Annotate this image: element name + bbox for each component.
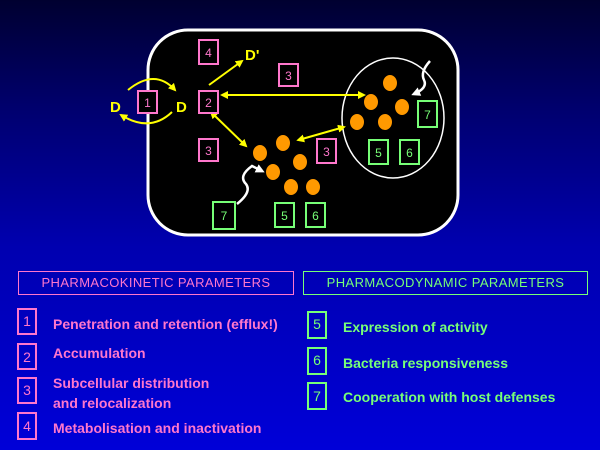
box-7-vacuole: 7: [417, 100, 438, 128]
pk-item-text: Penetration and retention (efflux!): [53, 316, 278, 332]
drug-outside-label: D: [110, 99, 121, 116]
host-defense-arrow-vacuole: [411, 60, 431, 96]
bacterium: [276, 135, 290, 151]
host-defense-arrow-cytosol: [236, 164, 265, 205]
svg-text:7: 7: [424, 108, 431, 122]
svg-text:3: 3: [285, 69, 292, 83]
box-5-cytosol: 5: [274, 202, 295, 228]
pk-number-box: 2: [17, 343, 37, 370]
pk-item-text: and relocalization: [53, 395, 172, 411]
transport-arrows: [119, 59, 366, 148]
pk-number-box: 3: [17, 377, 37, 404]
host-cell: [146, 28, 460, 237]
box-3-top: 3: [278, 63, 299, 87]
bacterium: [253, 145, 267, 161]
box-3-left: 3: [198, 138, 219, 162]
pd-number-box: 6: [307, 347, 327, 375]
influx-arrow: [127, 78, 177, 92]
box-2-accumulation: 2: [198, 90, 219, 114]
pharmacokinetic-title: PHARMACOKINETIC PARAMETERS: [18, 271, 294, 295]
bacterium: [383, 75, 397, 91]
cytosolic-bacteria: [253, 135, 320, 195]
pk-item-text: Accumulation: [53, 345, 146, 361]
metabolite-label: D': [245, 47, 259, 64]
pd-number-box: 5: [307, 311, 327, 339]
pk-number-box: 4: [17, 412, 37, 440]
pk-number-box: 1: [17, 308, 37, 335]
pd-item-text: Bacteria responsiveness: [343, 355, 508, 371]
vacuolar-bacteria: [350, 75, 409, 130]
pd-item-text: Cooperation with host defenses: [343, 389, 556, 405]
bacterium: [284, 179, 298, 195]
metabolism-arrow: [208, 59, 244, 86]
pk-item-text: Subcellular distribution: [53, 375, 210, 391]
box-1-membrane: 1: [137, 90, 158, 114]
pk-item-text: Metabolisation and inactivation: [53, 420, 262, 436]
host-defense-arrows: [236, 60, 431, 205]
bacterium: [378, 114, 392, 130]
bacterium: [350, 114, 364, 130]
svg-text:5: 5: [281, 209, 288, 223]
bacterium: [306, 179, 320, 195]
svg-text:1: 1: [144, 96, 151, 110]
svg-text:7: 7: [221, 209, 228, 223]
box-6-cytosol: 6: [305, 202, 326, 228]
box-7-cytosol: 7: [212, 201, 236, 230]
svg-text:5: 5: [375, 146, 382, 160]
svg-text:2: 2: [205, 96, 212, 110]
bacteria-to-vacuole-arrow: [296, 124, 346, 143]
cell-diagram: D D D' 1 2 3 3 3 4 5: [110, 28, 460, 237]
box-3-middle: 3: [316, 138, 337, 164]
svg-text:3: 3: [205, 144, 212, 158]
box-4-metabolism: 4: [198, 39, 219, 65]
svg-text:6: 6: [406, 146, 413, 160]
bacterium: [266, 164, 280, 180]
box-5-vacuole: 5: [368, 139, 389, 165]
vacuole: [341, 57, 445, 179]
svg-text:3: 3: [323, 145, 330, 159]
svg-text:4: 4: [205, 46, 212, 60]
efflux-arrow: [119, 111, 173, 125]
bacterium: [364, 94, 378, 110]
pharmacodynamic-title: PHARMACODYNAMIC PARAMETERS: [303, 271, 588, 295]
pd-number-box: 7: [307, 382, 327, 410]
svg-text:6: 6: [312, 209, 319, 223]
pd-item-text: Expression of activity: [343, 319, 488, 335]
box-6-vacuole: 6: [399, 139, 420, 165]
bacterium: [395, 99, 409, 115]
bacterium: [293, 154, 307, 170]
accumulation-to-bacteria-arrow: [209, 110, 248, 148]
drug-inside-label: D: [176, 99, 187, 116]
